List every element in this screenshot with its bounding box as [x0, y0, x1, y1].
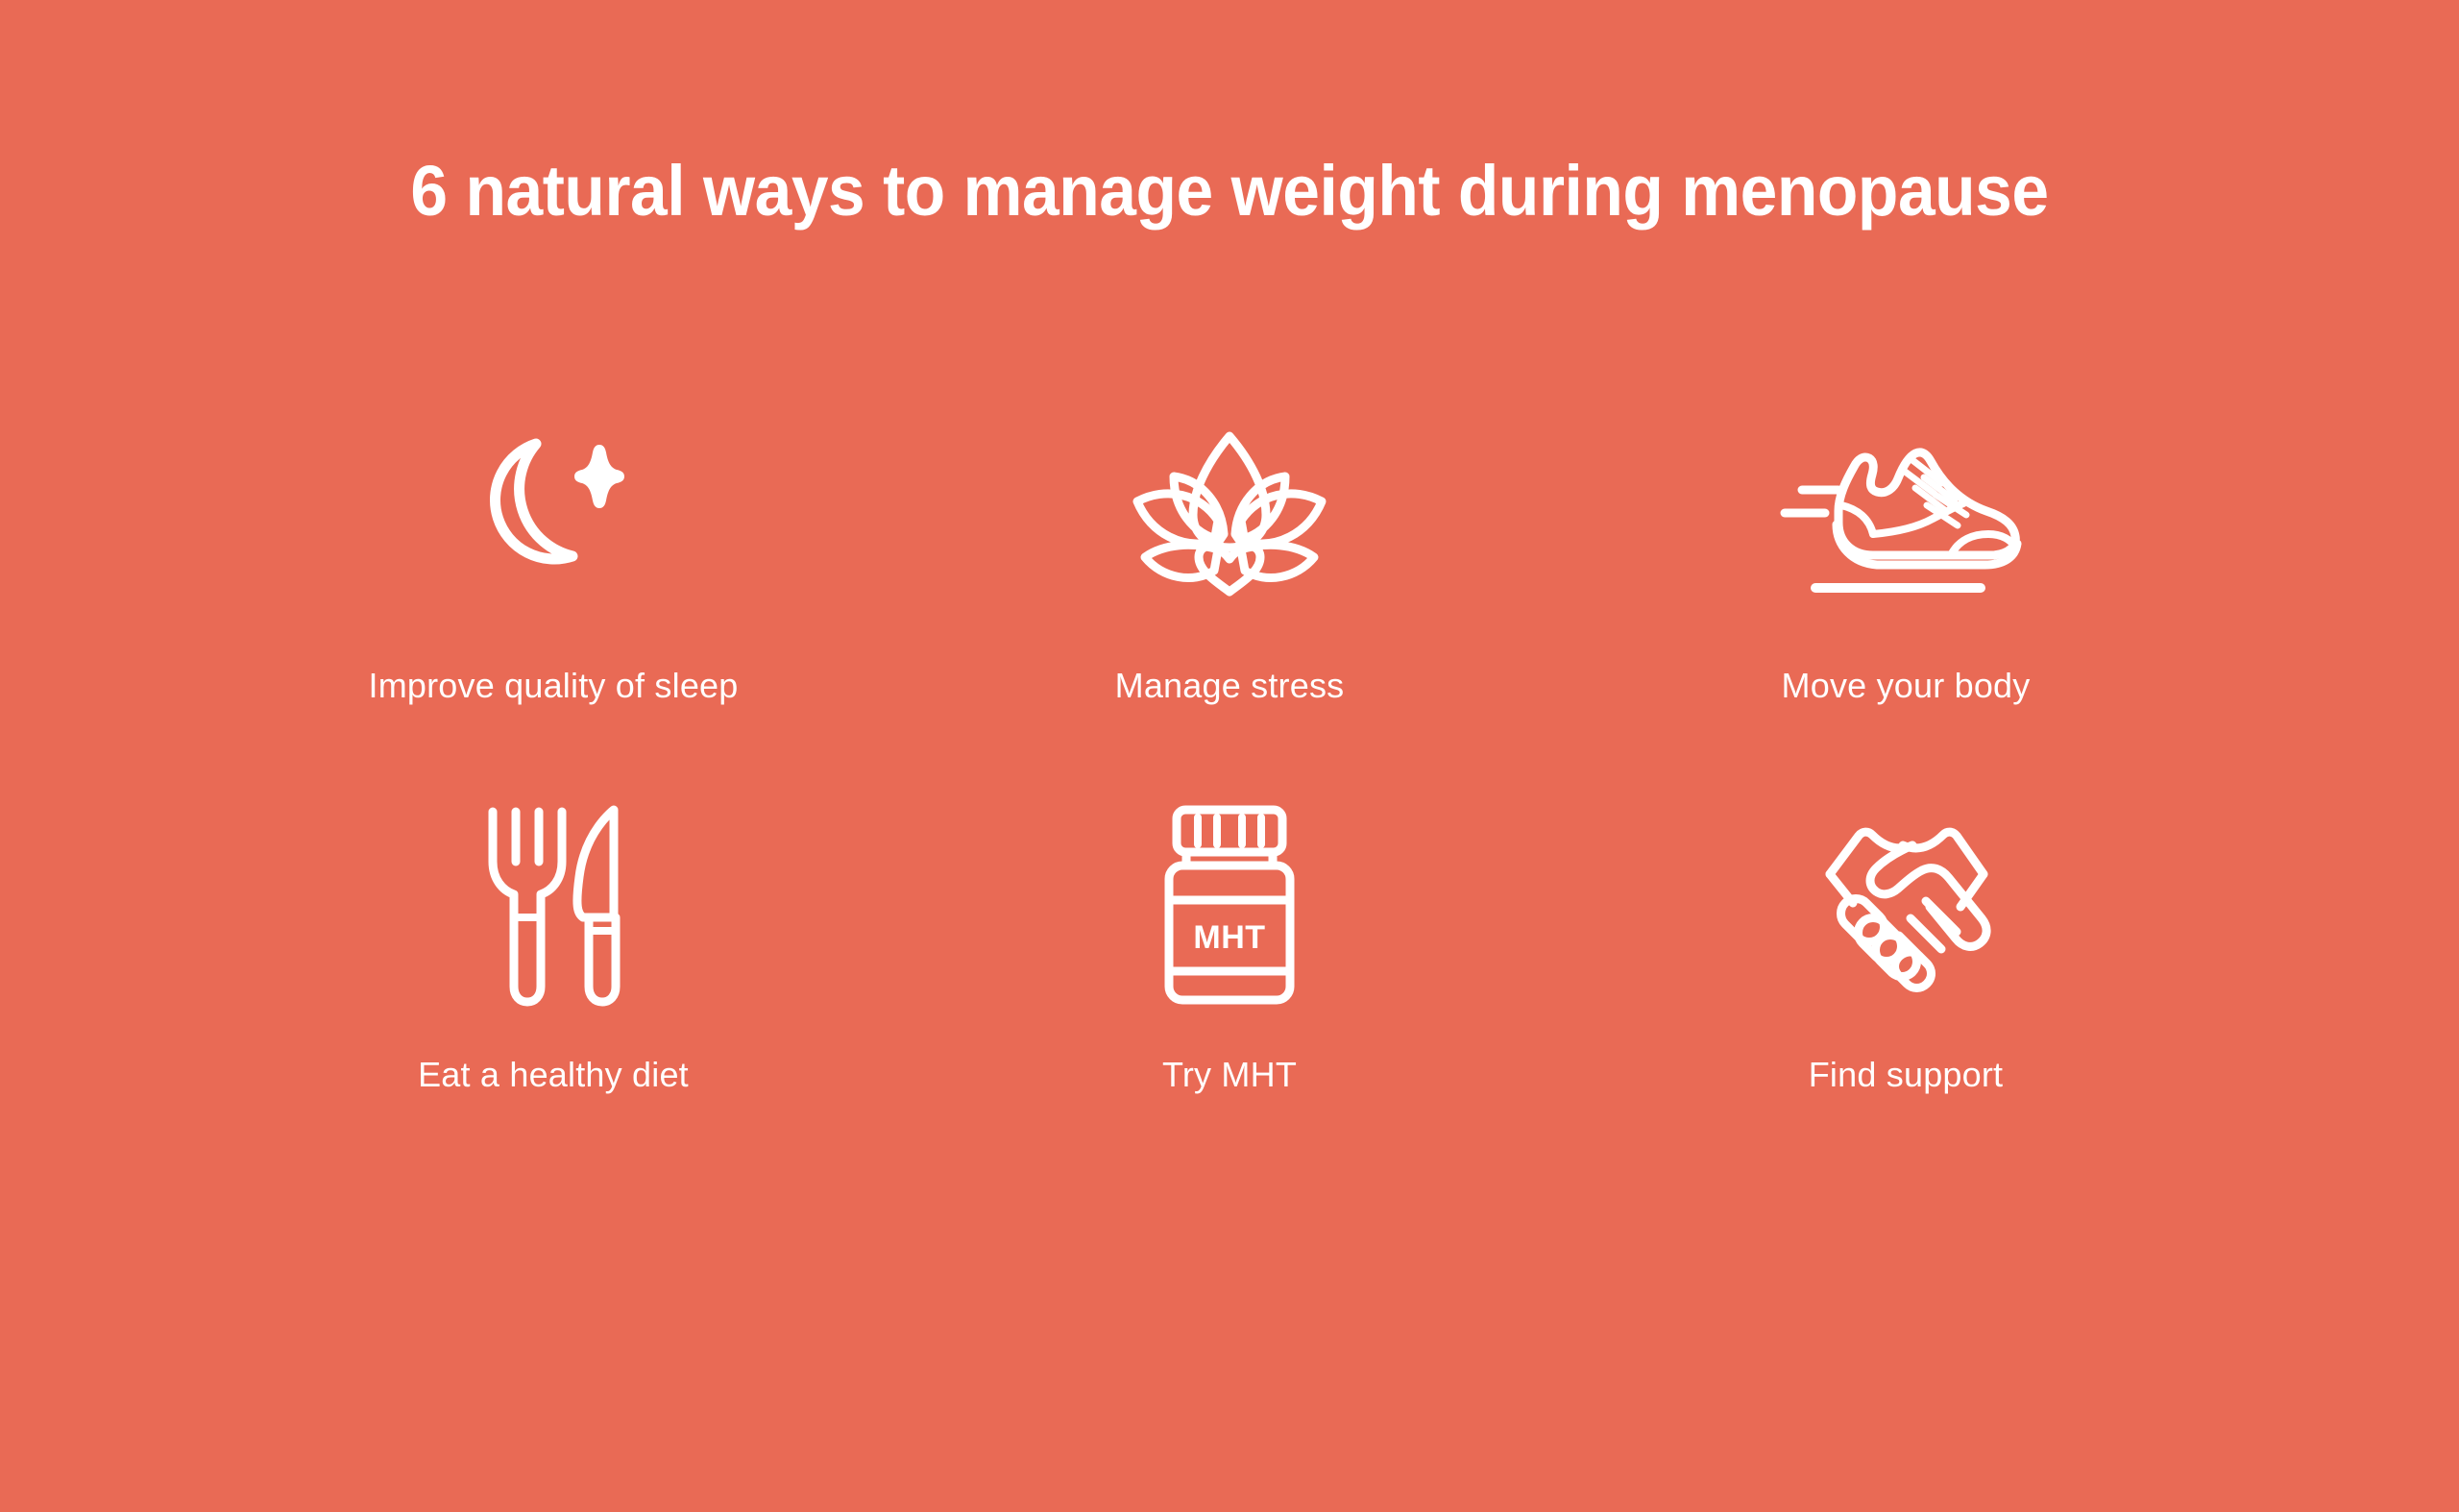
- tip-item-improve-quality-of-sleep: Improve quality of sleep: [215, 402, 891, 706]
- running-shoe-icon: [1780, 402, 2031, 622]
- handshake-icon: [1786, 794, 2026, 1015]
- tip-label: Try MHT: [1161, 1055, 1298, 1095]
- tip-label: Improve quality of sleep: [368, 666, 739, 705]
- pill-bottle-label-text: MHT: [1193, 919, 1265, 956]
- tip-item-move-your-body: Move your body: [1568, 402, 2244, 706]
- tips-grid: Improve quality of sleep: [215, 402, 2244, 1099]
- tip-label: Move your body: [1781, 666, 2031, 705]
- pill-bottle-icon: MHT: [1148, 794, 1311, 1015]
- page-title-container: 6 natural ways to manage weight during m…: [0, 151, 2459, 231]
- fork-and-knife-icon: [472, 794, 635, 1015]
- tip-label: Eat a healthy diet: [418, 1055, 689, 1095]
- tip-item-try-mht: MHT Try MHT: [891, 794, 1568, 1099]
- tip-item-eat-a-healthy-diet: Eat a healthy diet: [215, 794, 891, 1099]
- tip-label: Find support: [1808, 1055, 2004, 1095]
- tip-item-find-support: Find support: [1568, 794, 2244, 1099]
- tip-label: Manage stress: [1114, 666, 1345, 705]
- page-title: 6 natural ways to manage weight during m…: [410, 151, 2049, 231]
- lotus-flower-icon: [1124, 402, 1335, 622]
- crescent-moon-sparkle-icon: [457, 402, 649, 622]
- tip-item-manage-stress: Manage stress: [891, 402, 1568, 706]
